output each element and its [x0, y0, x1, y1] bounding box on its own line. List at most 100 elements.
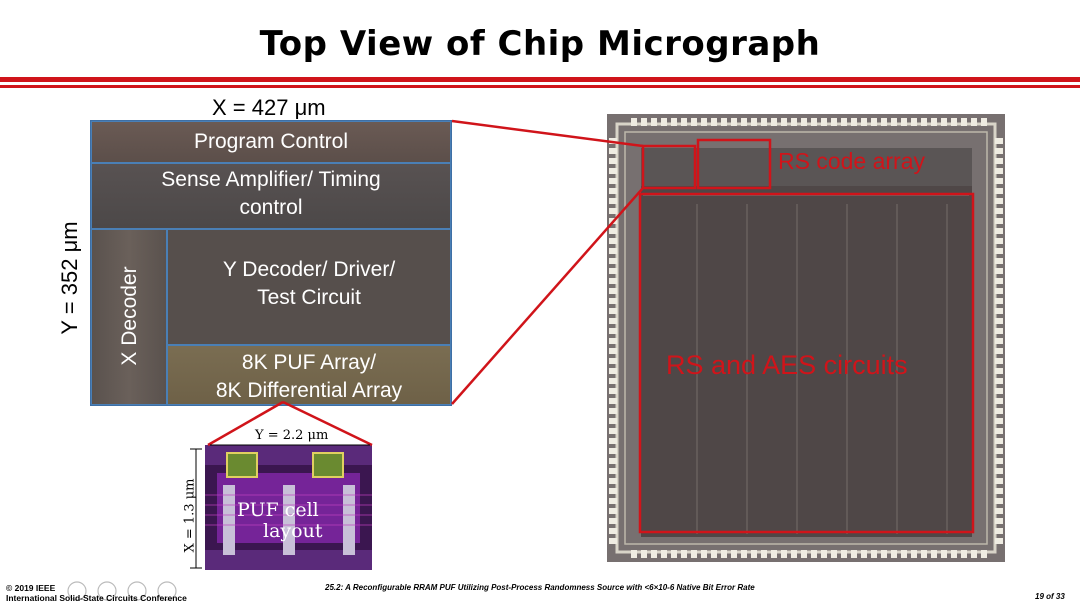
bond-pad — [609, 318, 617, 324]
bond-pad — [711, 550, 717, 558]
bond-pad — [995, 418, 1003, 424]
bond-pad — [995, 388, 1003, 394]
zoom-line-bottom — [451, 187, 644, 405]
bond-pad — [971, 550, 977, 558]
x-decoder-block: X Decoder — [91, 229, 167, 405]
bond-pad — [995, 468, 1003, 474]
bond-pad — [995, 398, 1003, 404]
bond-pad — [609, 428, 617, 434]
bond-pad — [721, 550, 727, 558]
bond-pad — [851, 550, 857, 558]
bond-pad — [861, 550, 867, 558]
bond-pad — [995, 408, 1003, 414]
bond-pad — [651, 550, 657, 558]
bond-pad — [609, 168, 617, 174]
bond-pad — [609, 258, 617, 264]
bond-pad — [995, 508, 1003, 514]
bond-pad — [851, 118, 857, 126]
bond-pad — [901, 550, 907, 558]
bond-pad — [921, 550, 927, 558]
bond-pad — [995, 368, 1003, 374]
bond-pad — [609, 418, 617, 424]
bond-pad — [995, 228, 1003, 234]
rs-aes-highlight-box — [638, 192, 975, 534]
puf-cell-label-line1: PUF cell — [237, 499, 319, 521]
bond-pad — [661, 118, 667, 126]
bond-pad — [609, 288, 617, 294]
bond-pad — [731, 550, 737, 558]
bond-pad — [609, 538, 617, 544]
bond-pad — [641, 118, 647, 126]
bond-pad — [609, 438, 617, 444]
slide-title: Top View of Chip Micrograph — [259, 24, 821, 64]
bond-pad — [981, 550, 987, 558]
bond-pad — [761, 550, 767, 558]
cell-zoom-line-left — [207, 400, 284, 447]
bond-pad — [951, 118, 957, 126]
bond-pad — [911, 118, 917, 126]
bond-pad — [609, 248, 617, 254]
bond-pad — [995, 188, 1003, 194]
y-decoder-label-line1: Y Decoder/ Driver/ — [222, 258, 396, 281]
bond-pad — [891, 118, 897, 126]
bond-pad — [995, 338, 1003, 344]
bond-pad — [701, 118, 707, 126]
bond-pad — [631, 550, 637, 558]
bond-pad — [741, 550, 747, 558]
bond-pad — [609, 508, 617, 514]
bond-pad — [995, 298, 1003, 304]
bond-pad — [609, 498, 617, 504]
bond-pad — [961, 118, 967, 126]
bond-pad — [609, 268, 617, 274]
footer-copyright-line: © 2019 IEEE — [6, 583, 56, 593]
bond-pad — [781, 118, 787, 126]
rs-code-array-highlight-box — [696, 138, 772, 190]
bond-pad — [811, 118, 817, 126]
puf-array-label-line1: 8K PUF Array/ — [241, 351, 377, 374]
bond-pad — [931, 118, 937, 126]
bond-pad — [609, 408, 617, 414]
bond-pad — [995, 428, 1003, 434]
rs-code-array-label: RS code array — [778, 148, 926, 174]
bond-pad — [811, 550, 817, 558]
bond-pad — [609, 298, 617, 304]
bond-pad — [609, 378, 617, 384]
bond-pad — [995, 538, 1003, 544]
bond-pad — [609, 358, 617, 364]
bond-pad — [609, 478, 617, 484]
bond-pad — [995, 268, 1003, 274]
bond-pad — [921, 118, 927, 126]
bond-pad — [881, 118, 887, 126]
bond-pad — [821, 550, 827, 558]
bond-pad — [609, 348, 617, 354]
sense-amplifier-label-line1: Sense Amplifier/ Timing — [161, 168, 381, 191]
bond-pad — [995, 208, 1003, 214]
bond-pad — [661, 550, 667, 558]
bond-pad — [995, 148, 1003, 154]
bond-pad — [941, 550, 947, 558]
bond-pad — [931, 550, 937, 558]
bond-pad — [995, 478, 1003, 484]
bond-pad — [995, 348, 1003, 354]
cell-dimension-y-label: Y = 2.2 μm — [255, 428, 329, 443]
bond-pad — [831, 118, 837, 126]
bond-pad — [995, 218, 1003, 224]
bond-pad — [791, 550, 797, 558]
puf-array-block: 8K PUF Array/ 8K Differential Array — [167, 345, 451, 405]
bond-pad — [609, 178, 617, 184]
bond-pad — [609, 148, 617, 154]
bond-pad — [791, 118, 797, 126]
bond-pad — [751, 550, 757, 558]
bond-pad — [609, 458, 617, 464]
bond-pad — [609, 228, 617, 234]
bond-pad — [995, 168, 1003, 174]
bond-pad — [609, 278, 617, 284]
bond-pad — [631, 118, 637, 126]
bond-pad — [681, 118, 687, 126]
bond-pad — [609, 518, 617, 524]
bond-pad — [871, 118, 877, 126]
bond-pad — [751, 118, 757, 126]
bond-pad — [731, 118, 737, 126]
bond-pad — [871, 550, 877, 558]
bond-pad — [609, 398, 617, 404]
